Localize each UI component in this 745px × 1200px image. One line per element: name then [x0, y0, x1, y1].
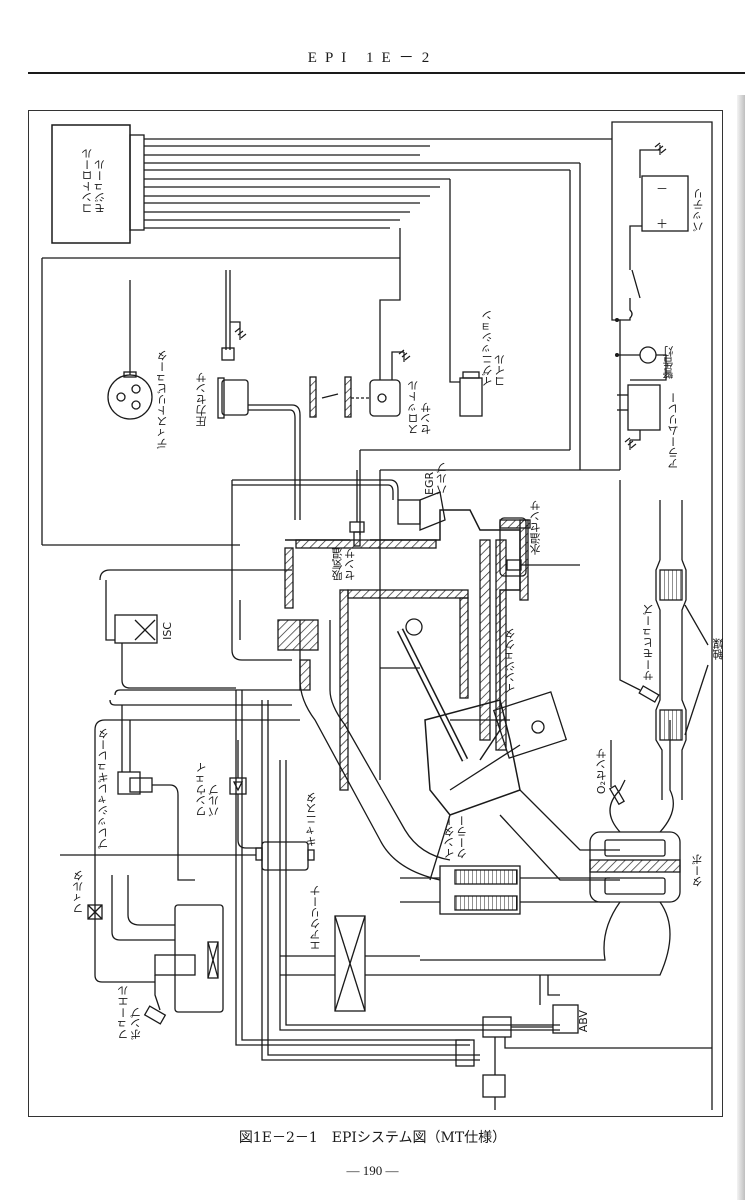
pressure-regulator	[94, 705, 300, 900]
page-header-title: EPI 1E－2	[307, 50, 438, 66]
distributor	[107, 280, 153, 420]
ignition-coil	[449, 179, 483, 417]
vacuum-lines	[109, 480, 560, 1061]
figure-caption: 図1E－2－1 EPIシステム図（MT仕様）	[238, 1130, 507, 1146]
label-o2-sensor: O₂センサ	[595, 748, 608, 795]
intercooler	[400, 865, 610, 915]
label-intercooler: インタークーラー	[443, 815, 469, 859]
engine-cylinder	[424, 691, 568, 816]
label-warning-lamp: 警告灯	[662, 346, 675, 379]
label-control-module: コントロールモジュール	[81, 148, 107, 214]
fuel-filter	[87, 904, 103, 920]
label-fuel-pump: フューエルポンプ	[117, 985, 143, 1040]
label-filter: フィルタ	[72, 870, 85, 914]
battery-positive-terminal: ＋	[656, 217, 669, 231]
label-pressure-sensor: 圧力センサ	[195, 372, 208, 427]
label-thermo-fuse: サーモヒューズ	[642, 604, 655, 681]
label-throttle-sensor: スロットルセンサ	[407, 380, 433, 435]
battery-negative-terminal: －	[656, 182, 669, 196]
label-alarm-relay: アラームリレー	[667, 392, 680, 469]
label-air-cleaner: エアクリーナ	[309, 885, 322, 951]
canister	[60, 841, 315, 871]
one-way-valve	[229, 740, 262, 849]
label-catalyst: 触媒	[712, 638, 725, 660]
header-rule	[28, 72, 745, 74]
label-intake-temp-sensor: 吸気温センサ	[331, 548, 357, 581]
fuel-tank	[94, 875, 224, 1025]
label-pressure-regulator: プレッシャレギュレータ	[97, 728, 110, 849]
abv-valve	[455, 975, 712, 1110]
egr-valve	[232, 479, 446, 531]
page-edge-shadow	[737, 95, 745, 1200]
control-module	[41, 124, 612, 546]
thermo-fuse	[619, 480, 660, 703]
label-distributor: ディストリビュータ	[156, 350, 169, 449]
label-canister: キャニスタ	[305, 792, 318, 847]
injector	[380, 618, 469, 762]
exhaust-pipe	[655, 500, 709, 800]
junction-dots	[615, 318, 619, 357]
air-cleaner	[280, 915, 420, 1012]
isc-valve	[99, 569, 292, 689]
diagram-frame	[28, 110, 723, 1117]
throttle-assembly	[309, 228, 404, 418]
intake-duct	[299, 620, 620, 881]
turbocharger	[420, 720, 681, 976]
intake-manifold	[277, 509, 580, 791]
page-number: — 190 —	[346, 1163, 399, 1178]
label-abv: ABV	[577, 1010, 590, 1033]
label-isc: ISC	[161, 622, 174, 640]
label-one-way-valve: ワンウェイバルブ	[195, 762, 221, 817]
intake-temp-sensor	[349, 470, 365, 547]
label-battery: バッテリ	[692, 188, 705, 232]
label-ignition-coil: イグニッションコイル	[481, 310, 507, 387]
label-water-temp-sensor: 水温センサ	[529, 500, 542, 555]
label-turbo: ターボ	[691, 854, 704, 887]
ground-symbols	[234, 142, 667, 450]
pressure-sensor	[217, 270, 301, 520]
o2-sensor	[609, 740, 625, 806]
label-injector: インジェクタ	[504, 628, 517, 694]
battery-circuit	[615, 149, 689, 441]
